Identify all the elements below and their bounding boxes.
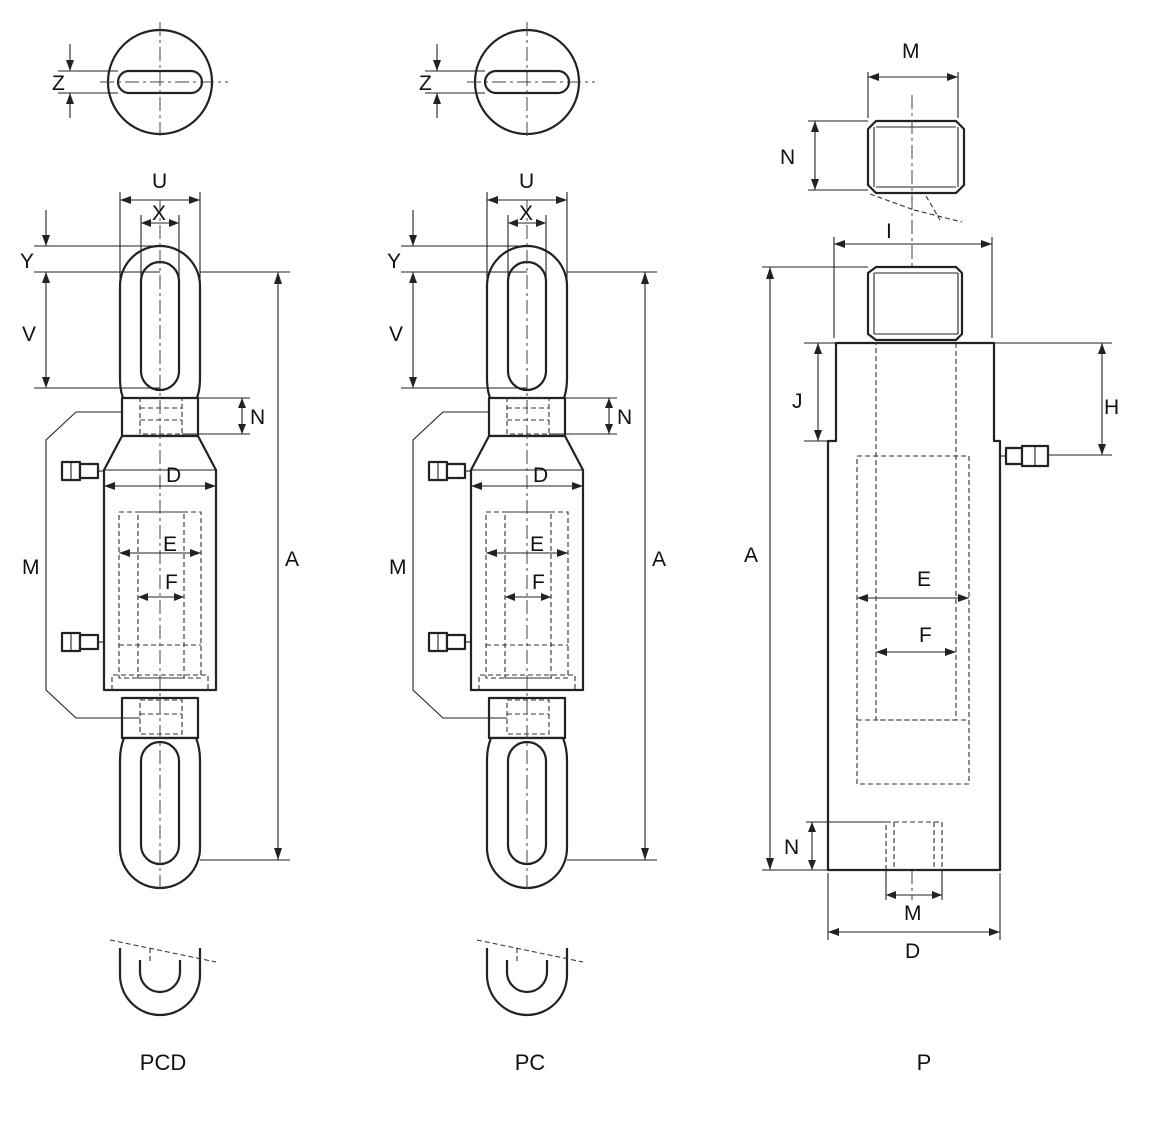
pc-label-E: E xyxy=(530,533,544,556)
pcd-label-N: N xyxy=(250,406,265,429)
pc-label-N: N xyxy=(617,406,632,429)
pc-label-V: V xyxy=(389,323,403,346)
pc-label-D: D xyxy=(533,464,548,487)
installed-nut xyxy=(866,265,964,342)
pcd-label-E: E xyxy=(163,533,177,556)
pcd-label-U: U xyxy=(152,170,167,193)
p-label-N-top: N xyxy=(780,146,795,169)
pc-label-U: U xyxy=(519,170,534,193)
caption-p: P xyxy=(917,1050,932,1075)
caption-pcd: PCD xyxy=(140,1050,186,1075)
p-cylinder-body xyxy=(826,341,1002,872)
p-label-E: E xyxy=(917,568,931,591)
pc-drawing: Z U X Y V N D E F M A PC xyxy=(387,20,666,1075)
pcd-label-X: X xyxy=(152,202,166,225)
p-label-N-bottom: N xyxy=(784,836,799,859)
caption-pc: PC xyxy=(515,1050,546,1075)
p-label-H: H xyxy=(1104,396,1119,419)
p-label-M-bottom: M xyxy=(904,902,922,925)
pcd-label-Y: Y xyxy=(20,250,34,273)
pcd-label-Z: Z xyxy=(52,72,65,95)
pcd-drawing: Z U X Y V N D E F M A PCD xyxy=(20,20,299,1075)
p-hydraulic-port xyxy=(1000,444,1050,468)
pcd-label-F: F xyxy=(165,571,178,594)
p-label-A: A xyxy=(744,544,758,567)
pcd-label-M: M xyxy=(22,556,40,579)
pc-label-A: A xyxy=(652,548,666,571)
p-label-J: J xyxy=(792,390,803,413)
pc-label-Z: Z xyxy=(419,72,432,95)
p-label-D: D xyxy=(905,940,920,963)
top-nut xyxy=(866,119,966,223)
pc-label-M: M xyxy=(389,556,407,579)
pc-label-X: X xyxy=(519,202,533,225)
pcd-label-D: D xyxy=(166,464,181,487)
p-drawing: M N I J H A E F N M D P xyxy=(744,40,1119,1075)
p-label-I: I xyxy=(886,220,892,243)
pc-label-F: F xyxy=(532,571,545,594)
pcd-label-A: A xyxy=(285,548,299,571)
p-label-M-top: M xyxy=(902,40,920,63)
pc-label-Y: Y xyxy=(387,250,401,273)
p-label-F: F xyxy=(919,624,932,647)
pcd-label-V: V xyxy=(22,323,36,346)
